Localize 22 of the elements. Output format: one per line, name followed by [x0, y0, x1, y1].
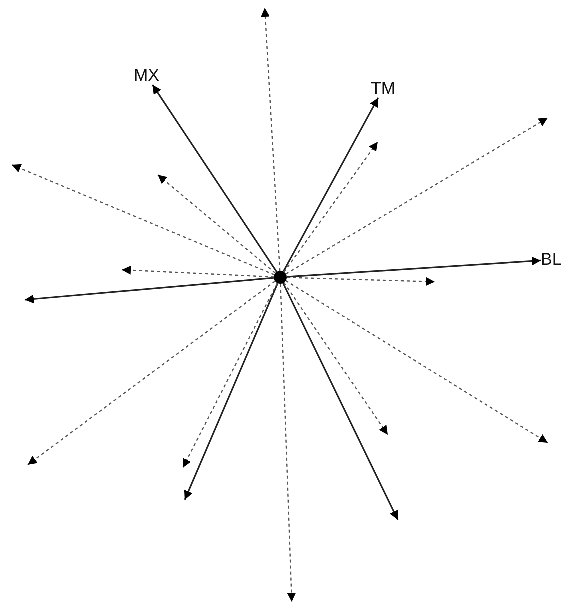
- dashed-arrow: [182, 283, 278, 468]
- dashed-arrow: [158, 174, 276, 274]
- dashed-arrow: [28, 280, 276, 466]
- dashed-arrow: [284, 142, 378, 273]
- arrow: [24, 277, 274, 304]
- dashed-arrow: [286, 277, 436, 286]
- dashed-arrow: [280, 284, 296, 602]
- arrow: [282, 282, 399, 520]
- dashed-arrow: [284, 282, 388, 436]
- vector-label: TM: [371, 80, 396, 98]
- dashed-arrow: [286, 280, 548, 444]
- arrow: [184, 283, 279, 500]
- vector-label: BL: [541, 251, 562, 269]
- center-dot: [274, 271, 287, 284]
- dashed-arrow: [122, 266, 274, 278]
- dashed-arrow: [286, 117, 548, 275]
- dashed-arrow: [12, 164, 275, 276]
- dashed-arrow: [261, 8, 281, 272]
- arrow: [286, 256, 542, 278]
- arrow: [282, 98, 380, 272]
- arrow: [152, 84, 278, 273]
- vector-label: MX: [134, 67, 160, 85]
